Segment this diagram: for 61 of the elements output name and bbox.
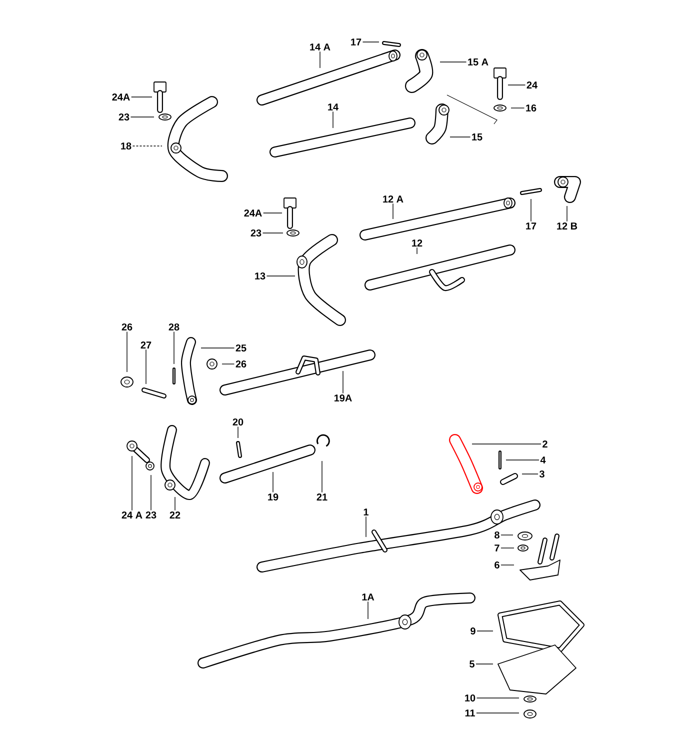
leader-line xyxy=(416,247,418,254)
leader-line xyxy=(476,630,494,632)
callout-number: 28 xyxy=(168,323,180,331)
leader-line xyxy=(262,232,284,234)
callout-number: 24A xyxy=(112,94,130,100)
callout-number: 27 xyxy=(140,342,152,348)
callout-number: 25 xyxy=(236,344,246,352)
callout-number: 21 xyxy=(316,494,328,500)
callout-number: 16 xyxy=(526,104,536,112)
callout-number: 19 xyxy=(268,493,278,501)
leader-line xyxy=(342,370,344,394)
callout-number: 17 xyxy=(526,222,536,230)
leader-line xyxy=(508,84,526,86)
leader-line xyxy=(126,331,128,372)
leader-line xyxy=(476,712,520,714)
callout-number: 15 A xyxy=(468,58,488,66)
leader-line xyxy=(130,96,152,98)
callout-number: 24 A xyxy=(122,512,142,518)
leader-line xyxy=(262,212,282,214)
callout-number: 12 xyxy=(412,240,422,246)
leader-line xyxy=(566,206,568,222)
callout-number: 9 xyxy=(470,627,476,635)
callout-number: 22 xyxy=(170,512,180,518)
leader-line xyxy=(500,534,514,536)
callout-number: 4 xyxy=(540,456,546,464)
callout-number: 10 xyxy=(465,694,476,702)
callout-number: 13 xyxy=(255,272,266,280)
leader-line xyxy=(130,116,154,118)
callout-number: 14 A xyxy=(310,44,330,50)
callout-number: 7 xyxy=(494,544,500,552)
callout-number: 19A xyxy=(334,394,352,402)
callout-number: 12 B xyxy=(557,222,578,230)
leader-line xyxy=(174,496,176,511)
callout-number: 1A xyxy=(362,594,374,600)
callout-number: 24 xyxy=(526,82,538,88)
leader-line xyxy=(150,474,152,511)
callout-number: 11 xyxy=(465,710,475,716)
leader-line xyxy=(272,472,274,493)
callout-number: 17 xyxy=(351,38,362,46)
callout-number: 23 xyxy=(146,511,156,519)
callout-number: 23 xyxy=(250,229,262,237)
callout-number: 1 xyxy=(364,508,368,516)
leader-line xyxy=(332,111,334,128)
callout-number: 26 xyxy=(122,323,132,331)
callout-number: 6 xyxy=(494,561,500,569)
callout-number: 5 xyxy=(470,660,474,668)
callout-number: 24A xyxy=(244,210,262,216)
callout-number: 15 xyxy=(472,134,482,140)
leader-line xyxy=(530,198,532,222)
callout-number: 14 xyxy=(328,104,338,110)
leader-line xyxy=(500,564,514,566)
callout-number: 3 xyxy=(539,470,544,478)
callout-number: 2 xyxy=(542,440,548,448)
callout-number: 18 xyxy=(121,142,132,150)
callout-number: 26 xyxy=(236,360,246,368)
callout-number: 23 xyxy=(118,113,130,121)
leader-line xyxy=(450,136,471,138)
leader-line xyxy=(392,203,394,220)
callout-number: 20 xyxy=(232,418,244,426)
callout-number: 12 A xyxy=(383,196,404,202)
callout-number: 8 xyxy=(494,531,500,539)
